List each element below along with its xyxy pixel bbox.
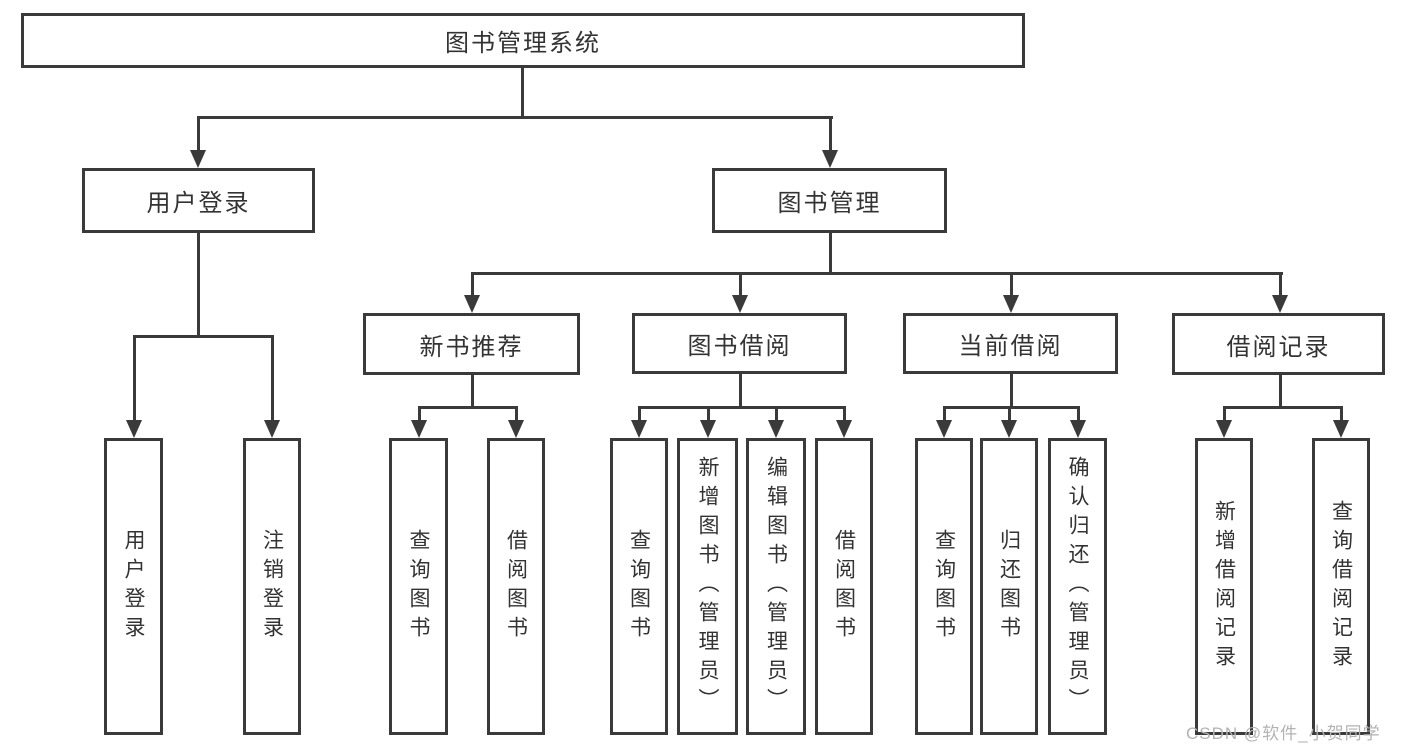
leaf-borrow-books: 借阅图书	[815, 438, 873, 735]
arrow-down-icon	[732, 295, 748, 313]
arrow-down-icon	[631, 420, 647, 438]
connector-borrow-records-stem	[1279, 375, 1282, 408]
arrow-down-icon	[822, 150, 838, 168]
leaf-query-books: 查询图书	[610, 438, 668, 735]
connector-into-user-login	[197, 116, 200, 152]
connector-into-borrow-records	[1279, 272, 1282, 297]
node-current-borrowing: 当前借阅	[903, 313, 1118, 374]
connector-new-book-split	[418, 406, 518, 409]
connector-leaf-stub	[943, 406, 946, 422]
connector-leaf-stub	[707, 406, 710, 422]
arrow-down-icon	[190, 150, 206, 168]
leaf-confirm-return-admin: 确认归还（管理员）	[1048, 438, 1107, 735]
connector-leaf-stub	[1340, 406, 1343, 422]
leaf-add-borrow-record: 新增借阅记录	[1195, 438, 1253, 735]
connector-into-new-book	[471, 272, 474, 297]
leaf-edit-books-admin: 编辑图书（管理员）	[746, 438, 806, 735]
arrow-down-icon	[126, 420, 142, 438]
connector-leaf-stub	[418, 406, 421, 422]
connector-book-borrow-stem	[739, 374, 742, 408]
arrow-down-icon	[1070, 420, 1086, 438]
leaf-query-books: 查询图书	[389, 438, 448, 735]
arrow-down-icon	[1216, 420, 1232, 438]
leaf-borrow-books: 借阅图书	[487, 438, 545, 735]
leaf-return-books: 归还图书	[980, 438, 1038, 735]
connector-into-leaf-logout	[271, 335, 274, 422]
connector-root-stem	[521, 68, 524, 118]
node-user-login: 用户登录	[82, 168, 315, 233]
leaf-query-borrow-record: 查询借阅记录	[1312, 438, 1370, 735]
connector-leaf-stub	[1008, 406, 1011, 422]
connector-into-current-borrow	[1010, 272, 1013, 297]
arrow-down-icon	[700, 420, 716, 438]
connector-user-login-stem	[197, 233, 200, 337]
connector-level3-split	[471, 272, 1283, 275]
connector-leaf-stub	[1077, 406, 1080, 422]
arrow-down-icon	[411, 420, 427, 438]
arrow-down-icon	[768, 420, 784, 438]
connector-current-borrow-stem	[1010, 374, 1013, 408]
connector-level2-split	[197, 116, 833, 119]
connector-into-book-borrow	[739, 272, 742, 297]
arrow-down-icon	[836, 420, 852, 438]
arrow-down-icon	[1333, 420, 1349, 438]
connector-into-leaf-user-login	[133, 335, 136, 422]
arrow-down-icon	[508, 420, 524, 438]
node-library-management-system: 图书管理系统	[21, 13, 1025, 68]
connector-user-login-split	[133, 335, 274, 338]
leaf-query-books: 查询图书	[915, 438, 973, 735]
connector-borrow-records-split	[1223, 406, 1343, 409]
arrow-down-icon	[1003, 295, 1019, 313]
connector-book-borrow-split	[638, 406, 846, 409]
arrow-down-icon	[936, 420, 952, 438]
connector-book-mgmt-stem	[829, 233, 832, 274]
leaf-add-books-admin: 新增图书（管理员）	[677, 438, 738, 735]
connector-current-borrow-split	[943, 406, 1080, 409]
arrow-down-icon	[1272, 295, 1288, 313]
arrow-down-icon	[264, 420, 280, 438]
connector-leaf-stub	[638, 406, 641, 422]
connector-leaf-stub	[775, 406, 778, 422]
node-borrowing-records: 借阅记录	[1172, 313, 1385, 375]
node-book-borrowing: 图书借阅	[632, 313, 847, 374]
arrow-down-icon	[1001, 420, 1017, 438]
arrow-down-icon	[464, 295, 480, 313]
connector-leaf-stub	[1223, 406, 1226, 422]
csdn-watermark: CSDN @软件_小贺同学	[1186, 724, 1381, 743]
connector-new-book-stem	[471, 375, 474, 408]
connector-into-book-mgmt	[829, 116, 832, 152]
node-book-management: 图书管理	[712, 168, 947, 233]
connector-leaf-stub	[515, 406, 518, 422]
connector-leaf-stub	[843, 406, 846, 422]
node-new-book-recommend: 新书推荐	[363, 313, 580, 375]
leaf-logout: 注销登录	[243, 438, 301, 735]
leaf-user-login: 用户登录	[104, 438, 163, 735]
